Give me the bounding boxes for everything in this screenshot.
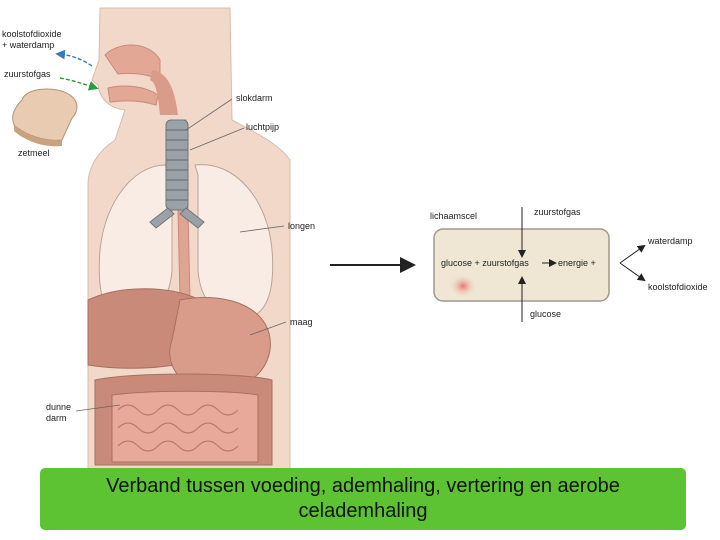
small-intestine bbox=[111, 390, 259, 463]
oxygen-inhale-arrow bbox=[59, 77, 99, 91]
caption-banner: Verband tussen voeding, ademhaling, vert… bbox=[40, 468, 686, 530]
equation-right: energie + bbox=[558, 258, 596, 268]
trachea bbox=[165, 119, 189, 211]
intestine-coils bbox=[117, 404, 239, 452]
nasal-cavity bbox=[104, 44, 161, 81]
cell-nucleus bbox=[449, 274, 477, 298]
label-esophagus: slokdarm bbox=[236, 93, 273, 103]
equation-left: glucose + zuurstofgas bbox=[441, 258, 529, 268]
co2-exhale-arrow bbox=[55, 49, 93, 67]
throat bbox=[150, 70, 178, 115]
label-oxygen: zuurstofgas bbox=[4, 69, 51, 79]
cell-title: lichaamscel bbox=[430, 211, 477, 221]
caption-text: Verband tussen voeding, ademhaling, vert… bbox=[106, 475, 620, 522]
label-small-intestine-line2: darm bbox=[46, 413, 67, 423]
trachea-rings bbox=[166, 129, 188, 201]
label-trachea: luchtpijp bbox=[246, 122, 279, 132]
label-stomach: maag bbox=[290, 317, 313, 327]
output-arrow-2 bbox=[619, 262, 646, 282]
cell-top-input: zuurstofgas bbox=[534, 207, 581, 217]
bronchi bbox=[149, 207, 205, 229]
bread-slice-icon bbox=[12, 88, 78, 147]
label-lungs: longen bbox=[288, 221, 315, 231]
cell-output-co2: koolstofdioxide bbox=[648, 282, 708, 292]
cell-bottom-input: glucose bbox=[530, 309, 561, 319]
body-illustration bbox=[87, 7, 291, 471]
cell-output-water: waterdamp bbox=[647, 236, 693, 246]
output-arrow-1 bbox=[619, 244, 646, 264]
mouth-cavity bbox=[107, 85, 159, 106]
label-small-intestine-line1: dunne bbox=[46, 402, 71, 412]
label-co2-line2: + waterdamp bbox=[2, 40, 54, 50]
leader-lines bbox=[75, 98, 287, 412]
label-co2-line1: koolstofdioxide bbox=[2, 29, 62, 39]
label-starch: zetmeel bbox=[18, 148, 50, 158]
